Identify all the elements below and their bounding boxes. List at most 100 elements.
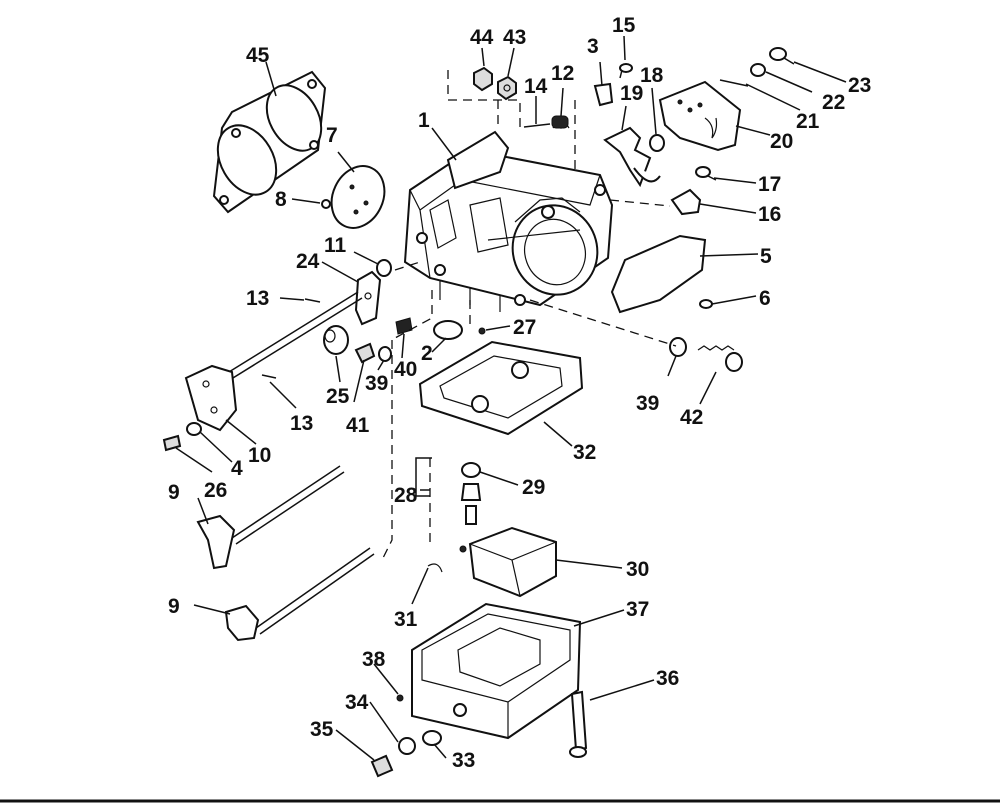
part-label-30: 30 [626, 558, 649, 581]
part-label-9-lower: 9 [168, 595, 180, 618]
screw-6 [699, 299, 713, 309]
part-labels: 1 2 3 4 5 6 7 8 9 9 10 11 12 13 13 14 15… [168, 14, 871, 772]
choke-cover [658, 80, 742, 152]
bracket-16 [670, 188, 702, 216]
gasket-32 [418, 340, 584, 436]
part-label-17: 17 [758, 173, 781, 196]
clip-31 [427, 563, 443, 573]
part-label-10: 10 [248, 444, 271, 467]
choke-lever [603, 126, 661, 188]
part-label-9-upper: 9 [168, 481, 180, 504]
part-label-35: 35 [310, 718, 334, 741]
carburetor-body [403, 130, 614, 312]
nut-44 [473, 66, 493, 92]
washer-11 [376, 259, 392, 277]
needle-valve [460, 483, 482, 525]
part-label-38: 38 [362, 648, 386, 671]
part-label-34: 34 [345, 691, 369, 714]
pin-21 [719, 79, 749, 87]
part-label-25: 25 [326, 385, 350, 408]
part-label-40: 40 [394, 358, 417, 381]
part-label-29: 29 [522, 476, 545, 499]
choke-plate-screw [321, 199, 331, 209]
screw-41 [354, 342, 376, 364]
part-label-5: 5 [760, 245, 772, 268]
bracket-24 [354, 270, 382, 326]
part-label-45: 45 [246, 44, 270, 67]
leader-lines [175, 35, 847, 761]
plug-35 [370, 754, 394, 778]
assembly-lines [381, 70, 677, 561]
part-label-32: 32 [573, 441, 596, 464]
float-30 [459, 526, 557, 598]
washer-18 [649, 134, 665, 152]
screw-15 [619, 63, 633, 79]
roller-25 [323, 325, 349, 355]
part-label-4: 4 [231, 457, 243, 480]
part-label-39-left: 39 [365, 372, 388, 395]
part-label-26: 26 [204, 479, 227, 502]
part-label-6: 6 [759, 287, 771, 310]
part-label-21: 21 [796, 110, 820, 133]
bolt-36 [569, 690, 588, 758]
part-label-8: 8 [275, 188, 287, 211]
spring-40 [395, 317, 413, 335]
part-label-33: 33 [452, 749, 475, 772]
part-label-16: 16 [758, 203, 781, 226]
screw-23 [769, 47, 795, 65]
washer-39-right [669, 337, 687, 357]
part-label-20: 20 [770, 130, 793, 153]
washer-29 [461, 462, 481, 478]
part-label-43: 43 [503, 26, 526, 49]
screw-42 [697, 345, 743, 372]
part-label-2: 2 [421, 342, 433, 365]
clip-3 [593, 82, 614, 107]
part-label-42: 42 [680, 406, 703, 429]
ball-38 [396, 694, 404, 702]
part-label-11: 11 [324, 234, 347, 257]
ball-27 [478, 327, 486, 335]
shaft-9-lower [224, 547, 375, 642]
part-label-28: 28 [394, 484, 418, 507]
fitting-33 [422, 730, 442, 746]
flange-gasket [212, 70, 327, 214]
part-label-13-upper: 13 [246, 287, 269, 310]
part-label-12: 12 [551, 62, 574, 85]
seal-2 [433, 320, 463, 340]
float-bowl-37 [411, 602, 582, 740]
screw-17 [695, 166, 717, 181]
part-label-31: 31 [394, 608, 418, 631]
part-label-37: 37 [626, 598, 649, 621]
part-label-18: 18 [640, 64, 664, 87]
part-label-19: 19 [620, 82, 643, 105]
washer-34 [398, 737, 416, 755]
part-label-36: 36 [656, 667, 679, 690]
part-label-44: 44 [470, 26, 494, 49]
part-label-23: 23 [848, 74, 871, 97]
pin-13-upper [304, 298, 321, 303]
part-label-15: 15 [612, 14, 636, 37]
pin-14 [523, 123, 551, 128]
spring-12 [551, 115, 570, 130]
part-label-22: 22 [822, 91, 845, 114]
pin-13-lower [261, 374, 277, 379]
part-label-27: 27 [513, 316, 536, 339]
part-label-14: 14 [524, 75, 548, 98]
nut-43 [497, 75, 517, 101]
washer-4 [186, 422, 202, 436]
part-label-3: 3 [587, 35, 599, 58]
part-label-7: 7 [326, 124, 338, 147]
washer-39-left [378, 346, 392, 362]
part-label-39-right: 39 [636, 392, 659, 415]
shaft-9-upper [196, 465, 345, 570]
part-label-41: 41 [346, 414, 370, 437]
shaft-10 [184, 291, 363, 432]
washer-22 [750, 63, 766, 77]
part-label-1: 1 [418, 109, 430, 132]
part-label-13-lower: 13 [290, 412, 313, 435]
gasket-5 [610, 234, 707, 314]
part-label-24: 24 [296, 250, 320, 273]
choke-plate [330, 165, 386, 229]
screw-26 [162, 434, 182, 452]
